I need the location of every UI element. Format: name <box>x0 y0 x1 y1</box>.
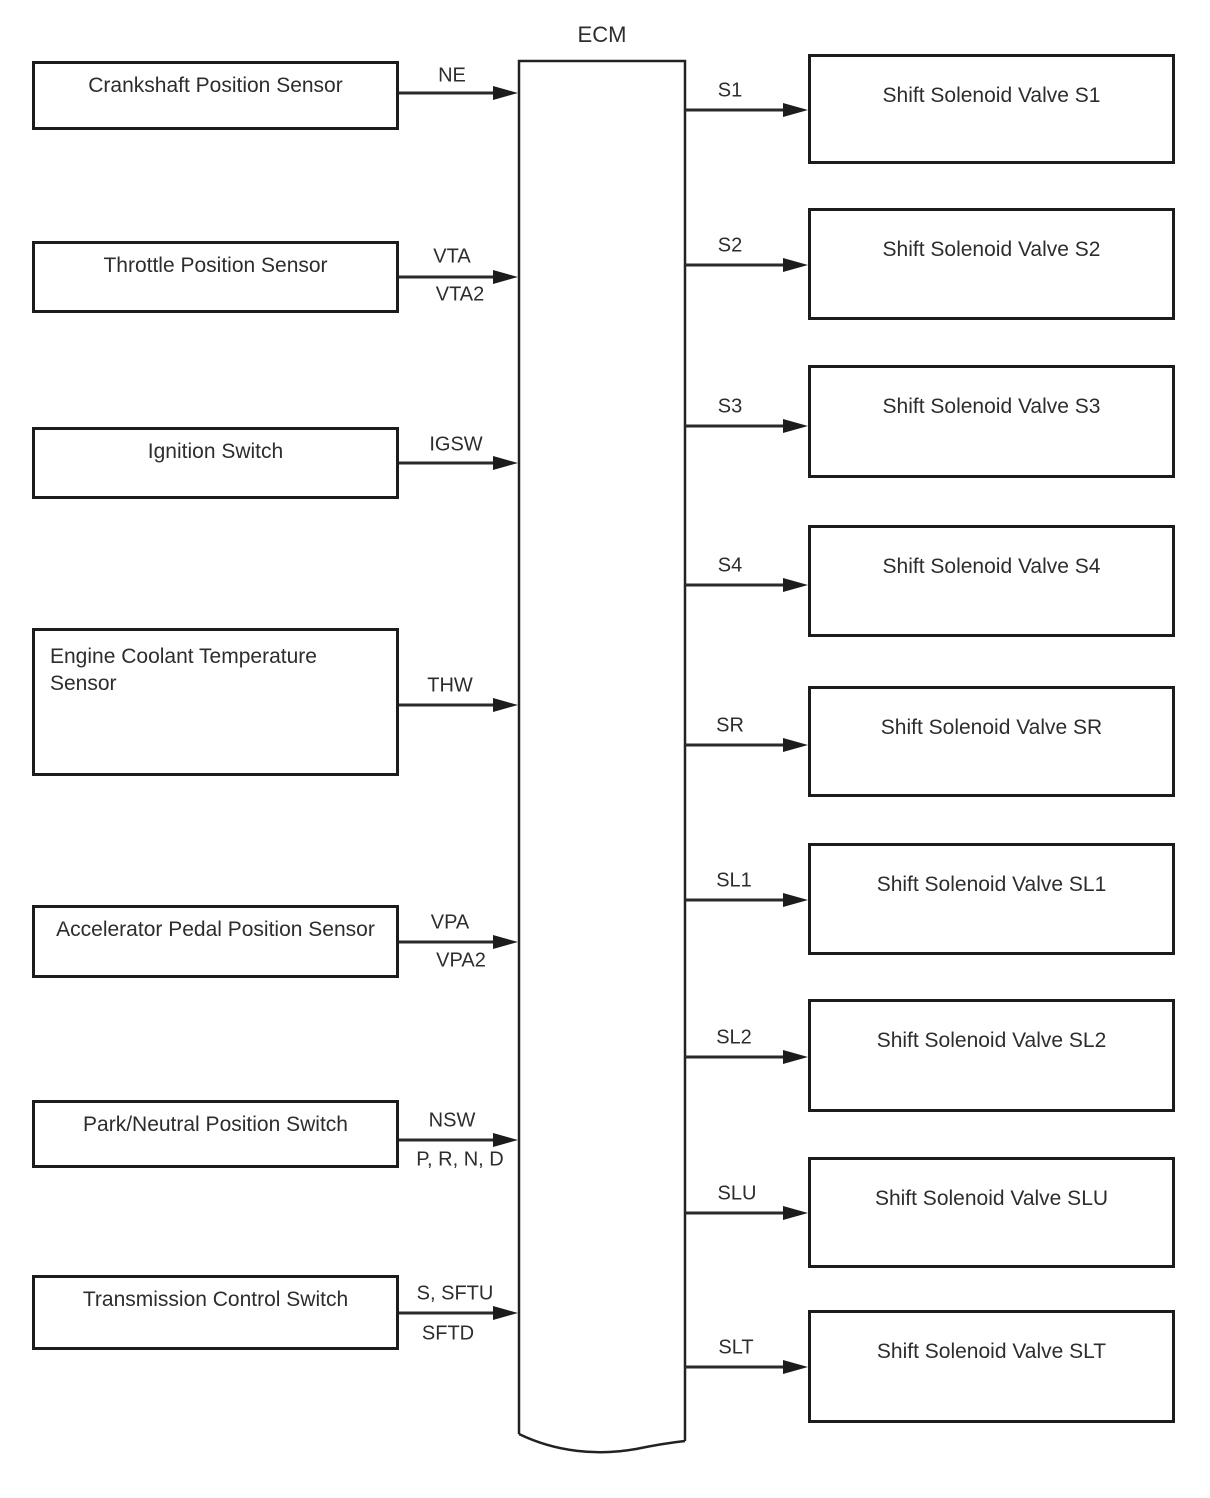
output-box-shift-solenoid-valve-s3: Shift Solenoid Valve S3 <box>808 365 1175 478</box>
signal-label-slt: SLT <box>718 1336 754 1359</box>
signal-label-ne: NE <box>438 64 466 87</box>
signal-label-sl2: SL2 <box>716 1026 752 1049</box>
input-box-crankshaft-position-sensor: Crankshaft Position Sensor <box>32 61 399 130</box>
ecm-box-torn-edge <box>518 1432 686 1454</box>
input-box-accelerator-pedal-position-sensor: Accelerator Pedal Position Sensor <box>32 905 399 978</box>
input-box-throttle-position-sensor: Throttle Position Sensor <box>32 241 399 313</box>
signal-label-s4: S4 <box>717 554 743 577</box>
output-box-shift-solenoid-valve-s1: Shift Solenoid Valve S1 <box>808 54 1175 164</box>
signal-label-s2: S2 <box>717 234 743 257</box>
signal-label-sl1: SL1 <box>716 869 752 892</box>
output-box-shift-solenoid-valve-sl1: Shift Solenoid Valve SL1 <box>808 843 1175 955</box>
output-box-shift-solenoid-valve-sl2: Shift Solenoid Valve SL2 <box>808 999 1175 1112</box>
output-box-shift-solenoid-valve-slu: Shift Solenoid Valve SLU <box>808 1157 1175 1268</box>
output-arrows <box>685 103 808 1374</box>
signal-label-vpa: VPA <box>430 911 470 934</box>
signal-label-prnd: P, R, N, D <box>416 1148 504 1171</box>
signal-label-vta2: VTA2 <box>435 283 485 306</box>
signal-label-vta: VTA <box>433 245 471 268</box>
output-box-shift-solenoid-valve-sr: Shift Solenoid Valve SR <box>808 686 1175 797</box>
output-box-shift-solenoid-valve-s2: Shift Solenoid Valve S2 <box>808 208 1175 320</box>
input-box-ignition-switch: Ignition Switch <box>32 427 399 499</box>
input-box-transmission-control-switch: Transmission Control Switch <box>32 1275 399 1350</box>
signal-label-nsw: NSW <box>428 1109 476 1132</box>
ecm-box-outline <box>517 59 687 1441</box>
input-box-engine-coolant-temperature-sensor: Engine Coolant Temperature Sensor <box>32 628 399 776</box>
signal-label-sftd: SFTD <box>421 1322 475 1345</box>
signal-label-slu: SLU <box>717 1182 757 1205</box>
input-arrows <box>399 86 518 1320</box>
signal-label-sr: SR <box>716 714 744 737</box>
input-box-park-neutral-position-switch: Park/Neutral Position Switch <box>32 1100 399 1168</box>
signal-label-s1: S1 <box>717 79 743 102</box>
signal-label-s-sftu: S, SFTU <box>416 1282 494 1305</box>
signal-label-vpa2: VPA2 <box>436 949 486 972</box>
signal-label-s3: S3 <box>717 395 743 418</box>
signal-label-igsw: IGSW <box>429 433 483 456</box>
signal-label-thw: THW <box>427 674 473 697</box>
ecm-label: ECM <box>577 22 627 47</box>
output-box-shift-solenoid-valve-slt: Shift Solenoid Valve SLT <box>808 1310 1175 1423</box>
output-box-shift-solenoid-valve-s4: Shift Solenoid Valve S4 <box>808 525 1175 637</box>
